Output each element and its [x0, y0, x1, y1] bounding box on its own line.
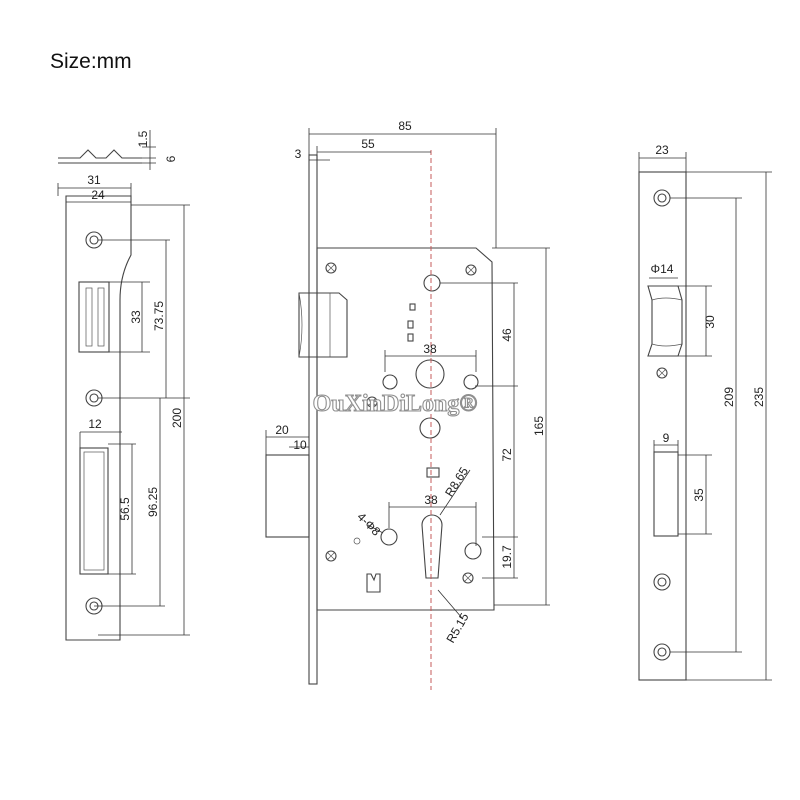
- dim-165: 165: [532, 416, 546, 436]
- dim-phi14: Φ14: [651, 262, 674, 276]
- dim-30: 30: [703, 315, 717, 329]
- dim-235: 235: [752, 387, 766, 407]
- dim-10: 10: [293, 438, 307, 452]
- dim-3: 3: [295, 147, 302, 161]
- dim-4-phi8: 4-Φ8: [354, 510, 383, 539]
- dim-73-75: 73.75: [152, 301, 166, 331]
- dim-35: 35: [692, 488, 706, 502]
- dim-9: 9: [663, 431, 670, 445]
- right-faceplate: [638, 152, 772, 681]
- dim-19-7: 19.7: [500, 545, 514, 569]
- dim-23: 23: [655, 143, 669, 157]
- dim-24: 24: [91, 188, 105, 202]
- dim-31: 31: [87, 173, 101, 187]
- dim-r8-65: R8.65: [442, 464, 471, 499]
- dim-46: 46: [500, 328, 514, 342]
- dim-33: 33: [129, 310, 143, 324]
- lock-body: [265, 128, 550, 690]
- dim-r5-15: R5.15: [443, 610, 471, 645]
- dim-20: 20: [275, 423, 289, 437]
- dim-72: 72: [500, 448, 514, 462]
- dim-38-top: 38: [423, 342, 437, 356]
- size-unit-title: Size:mm: [50, 50, 132, 73]
- dim-96-25: 96.25: [146, 487, 160, 517]
- left-strike-plate: [57, 130, 190, 641]
- brand-watermark: OuXinDiLong®: [313, 391, 478, 417]
- dim-12: 12: [88, 417, 102, 431]
- dim-1-5: 1.5: [136, 130, 150, 147]
- dim-209: 209: [722, 387, 736, 407]
- dim-85: 85: [398, 119, 412, 133]
- dim-6: 6: [164, 155, 178, 162]
- dim-56-5: 56.5: [118, 497, 132, 521]
- dim-38-bottom: 38: [424, 493, 438, 507]
- dim-200: 200: [170, 408, 184, 428]
- dim-55: 55: [361, 137, 375, 151]
